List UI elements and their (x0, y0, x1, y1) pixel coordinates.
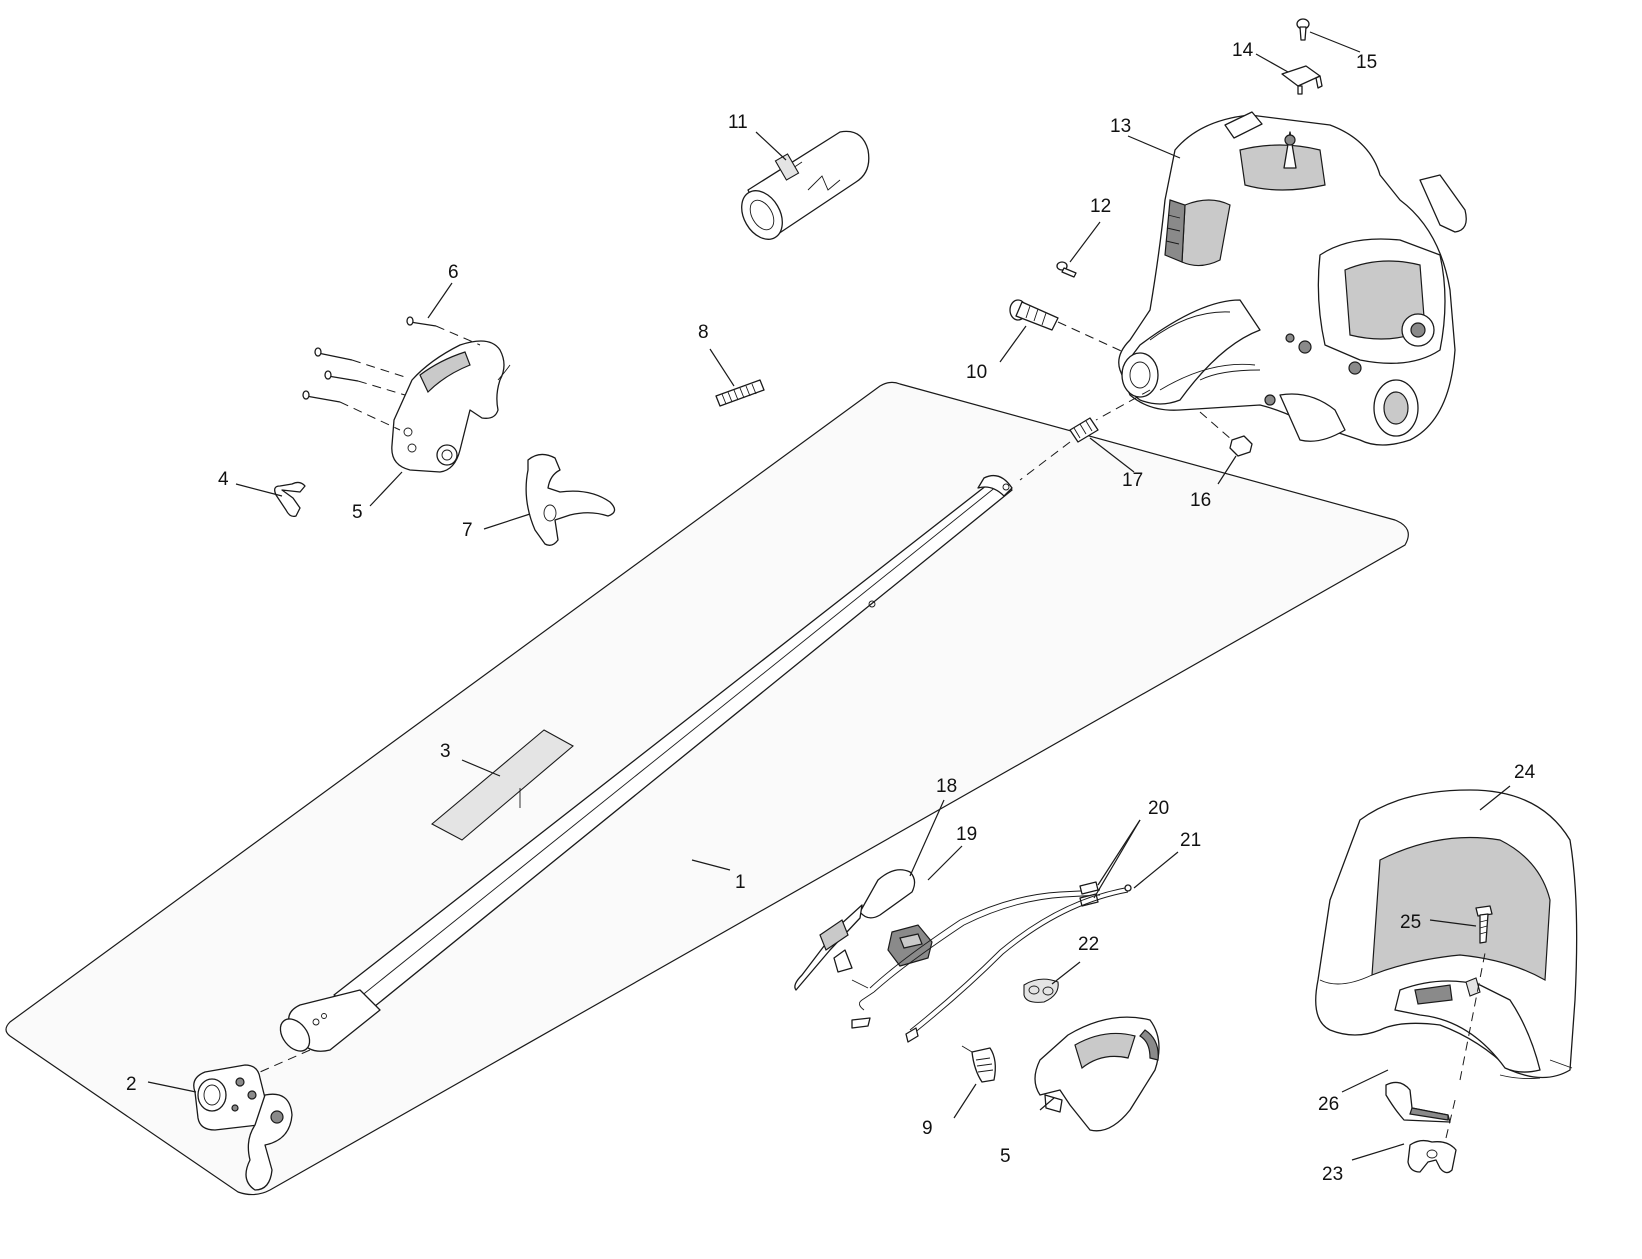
callout-21: 21 (1180, 830, 1201, 851)
assembly-line-clamp (259, 1049, 311, 1073)
part-1-shaft-tube-with-sheet (5, 381, 1409, 1196)
callout-7: 7 (462, 520, 473, 541)
callout-8: 8 (698, 322, 709, 343)
callout-15: 15 (1356, 52, 1377, 73)
part-13-engine-assembly (1118, 111, 1467, 446)
callout-16: 16 (1190, 490, 1211, 511)
part-16-nut (1199, 411, 1253, 457)
part-4-wire-clip (274, 481, 306, 518)
callout-20: 20 (1148, 798, 1169, 819)
callout-4: 4 (218, 469, 229, 490)
callout-23: 23 (1322, 1164, 1343, 1185)
part-8-spring (715, 379, 765, 407)
part-5-handle-housing-upper (391, 340, 511, 473)
leader-lines (147, 31, 1511, 1161)
callout-14: 14 (1232, 40, 1254, 61)
callout-3: 3 (440, 741, 451, 762)
part-3-label-decal (431, 729, 574, 841)
part-7-throttle-trigger (525, 453, 616, 546)
callout-26: 26 (1318, 1094, 1339, 1115)
part-19-stop-switch (887, 924, 933, 967)
callout-13: 13 (1110, 116, 1131, 137)
part-24-debris-shield (1315, 789, 1578, 1080)
part-9-torsion-spring (961, 1045, 996, 1083)
part-11-grip-tube (741, 130, 870, 240)
part-23-wing-nut (1407, 947, 1487, 1174)
callout-25: 25 (1400, 912, 1421, 933)
callout-17: 17 (1122, 470, 1143, 491)
callout-11: 11 (728, 112, 748, 133)
part-17-spring (1019, 389, 1151, 481)
callout-19: 19 (956, 824, 977, 845)
callout-18: 18 (936, 776, 957, 797)
part-26-line-cutter-blade (1385, 1081, 1451, 1123)
part-10-bolt (1009, 299, 1131, 356)
callout-12: 12 (1090, 196, 1111, 217)
part-25-shield-bolt (1475, 905, 1493, 944)
part-12-screw (1056, 261, 1077, 278)
callout-5-upper: 5 (352, 502, 363, 523)
callout-labels: 1 2 3 4 5 5 6 7 8 9 10 11 12 13 14 15 16… (126, 40, 1536, 1185)
callout-24: 24 (1514, 762, 1536, 783)
part-22-grommet (1023, 978, 1059, 1003)
part-21-throttle-cable (905, 884, 1132, 1043)
callout-10: 10 (966, 362, 987, 383)
part-15-screw (1296, 18, 1310, 41)
callout-1: 1 (735, 872, 746, 893)
part-5-handle-housing-lower (1034, 1016, 1160, 1132)
callout-6: 6 (448, 262, 459, 283)
part-18-trigger-lever (794, 869, 916, 991)
callout-5-lower: 5 (1000, 1146, 1011, 1167)
callout-22: 22 (1078, 934, 1099, 955)
callout-2: 2 (126, 1074, 137, 1095)
callout-9: 9 (922, 1118, 933, 1139)
part-2-shaft-clamp (193, 1064, 293, 1191)
part-6-screws (302, 316, 481, 431)
part-14-bracket (1281, 65, 1323, 95)
part-20-wire-harness (851, 881, 1101, 1029)
